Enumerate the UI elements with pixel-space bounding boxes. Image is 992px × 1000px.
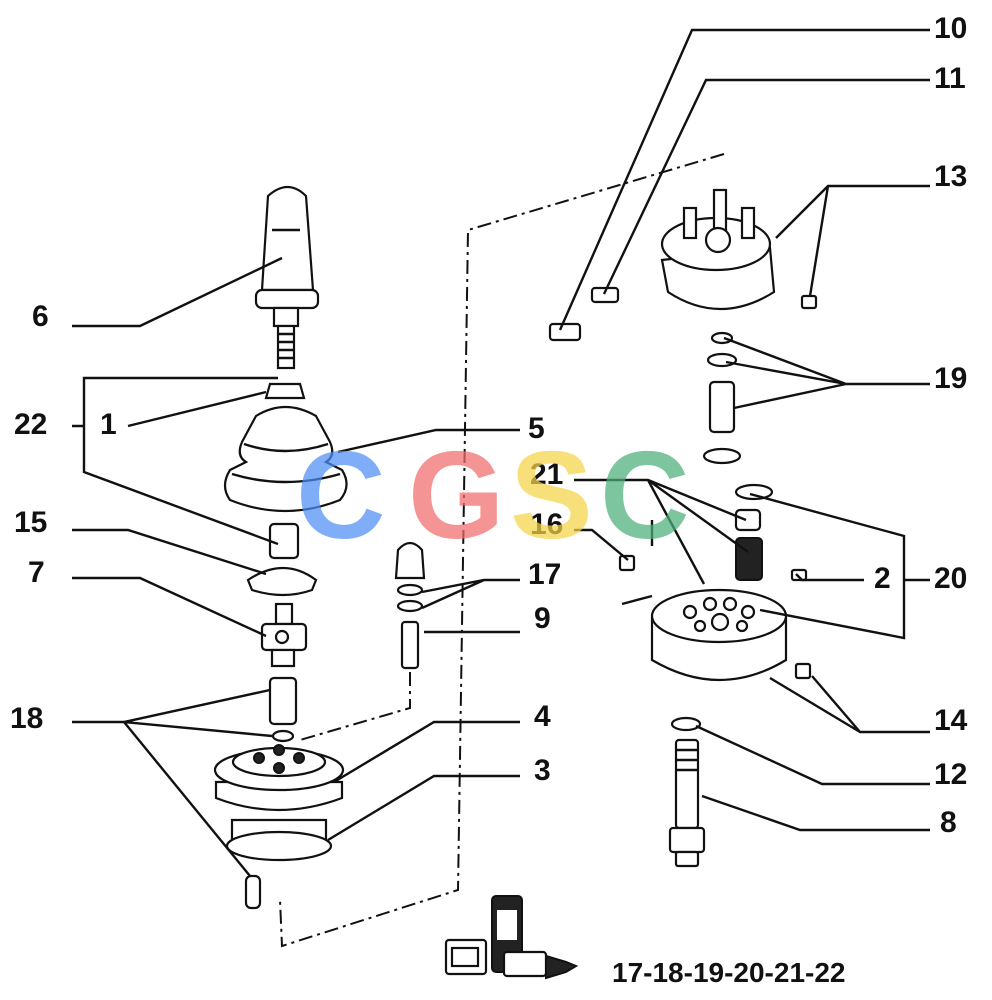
callout-15: 15 xyxy=(14,506,47,539)
callout-6: 6 xyxy=(32,300,49,333)
part-handle xyxy=(254,185,320,370)
callout-8: 8 xyxy=(940,806,957,839)
part-top-housing xyxy=(660,188,776,310)
callout-2: 2 xyxy=(874,562,891,595)
callout-11: 11 xyxy=(934,62,966,95)
callout-19: 19 xyxy=(934,362,967,395)
callout-18: 18 xyxy=(10,702,43,735)
callout-4: 4 xyxy=(534,700,551,733)
callout-13: 13 xyxy=(934,160,967,193)
part-spool xyxy=(668,738,706,868)
watermark-letter-c1: C xyxy=(296,427,386,565)
callout-16: 16 xyxy=(530,508,563,541)
part-loose-pin xyxy=(244,874,262,910)
part-valve-body xyxy=(650,588,788,681)
callout-20: 20 xyxy=(934,562,967,595)
left-assembly xyxy=(213,185,348,910)
watermark-letter-g: G xyxy=(408,427,504,565)
callout-3: 3 xyxy=(534,754,551,787)
callout-22: 22 xyxy=(14,408,47,441)
part-nut xyxy=(264,382,306,400)
kit-part-numbers: 17-18-19-20-21-22 xyxy=(612,957,846,988)
part-seal xyxy=(268,522,300,560)
callout-12: 12 xyxy=(934,758,967,791)
middle-parts xyxy=(394,541,426,670)
leader-lines xyxy=(72,28,930,877)
seal-kit-icon xyxy=(444,895,579,980)
part-boot xyxy=(223,406,348,513)
callout-14: 14 xyxy=(934,704,968,737)
callout-5: 5 xyxy=(528,412,545,445)
watermark-letter-s: S xyxy=(510,427,593,565)
part-fittings xyxy=(548,286,620,342)
callout-1: 1 xyxy=(100,408,117,441)
dashdot-connector xyxy=(279,153,725,948)
watermark-letter-c2: C xyxy=(600,427,690,565)
callout-21: 21 xyxy=(530,458,563,491)
callout-9: 9 xyxy=(534,602,551,635)
callout-10: 10 xyxy=(934,12,967,45)
callout-labels: 10 11 13 6 19 22 1 5 21 15 16 17 7 2 20 … xyxy=(10,12,968,839)
watermark: C G S C xyxy=(296,427,690,565)
part-joint xyxy=(260,602,308,668)
part-pin-stack xyxy=(268,676,298,726)
callout-7: 7 xyxy=(28,556,45,589)
part-plate xyxy=(213,744,345,812)
right-assembly xyxy=(548,188,818,868)
callout-17: 17 xyxy=(528,558,561,591)
